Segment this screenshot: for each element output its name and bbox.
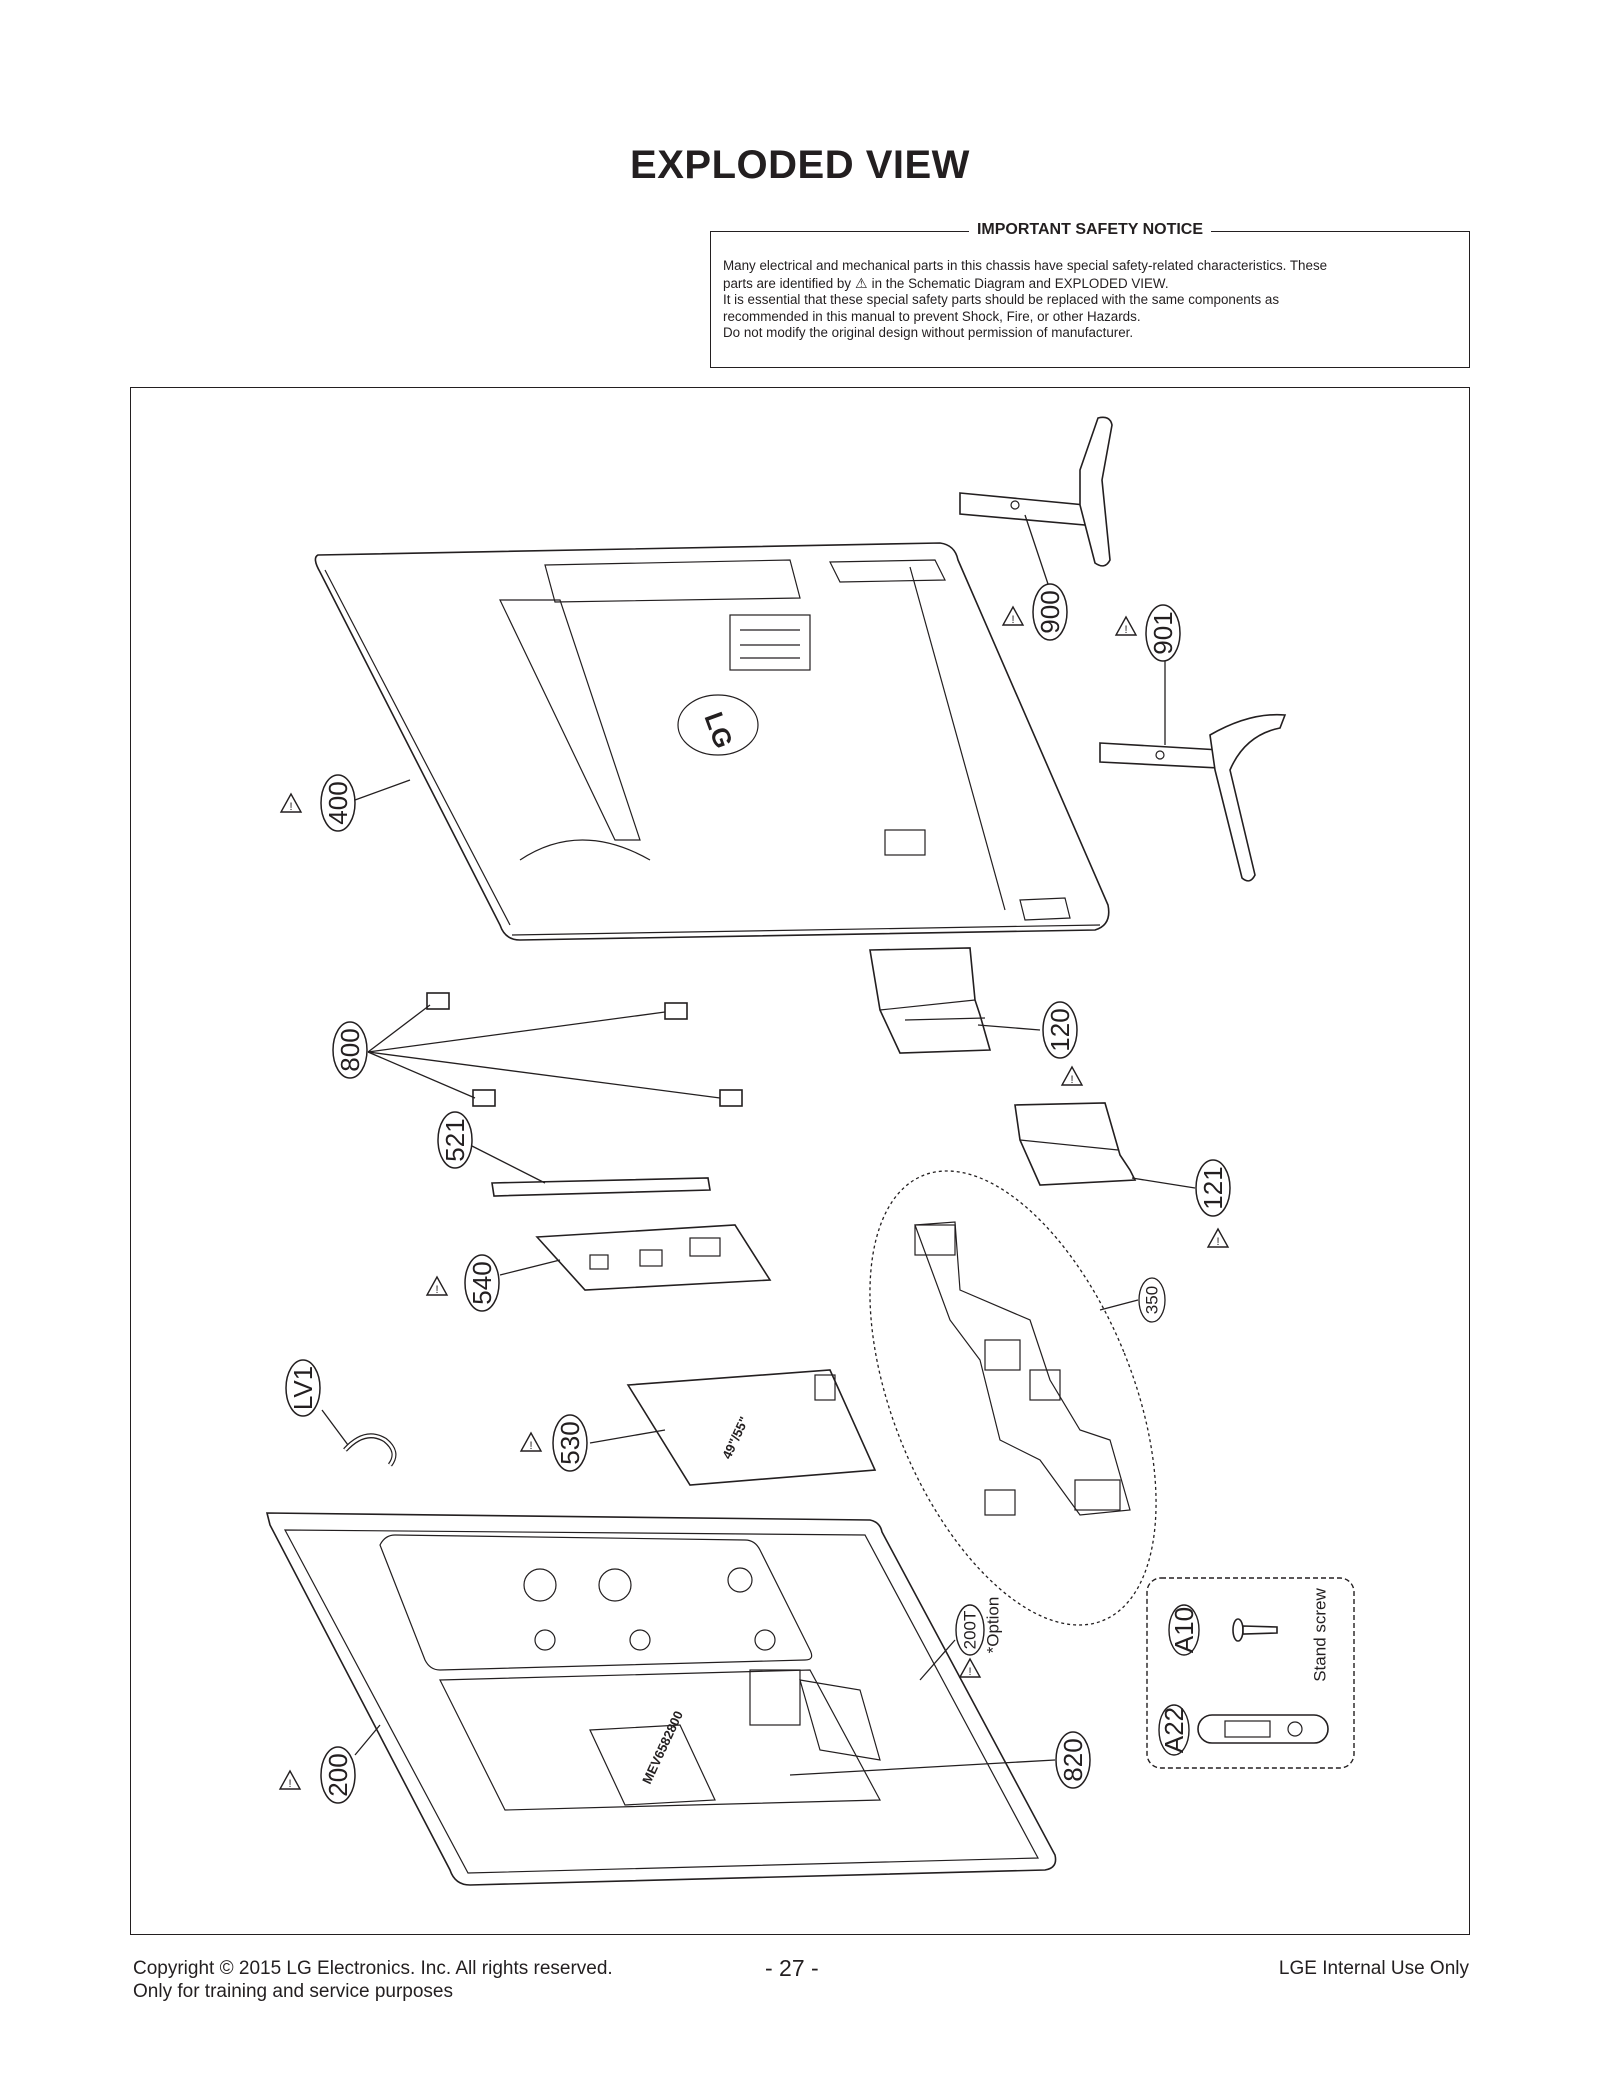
label-a10: A10 [1169, 1607, 1199, 1653]
diagram-frame [130, 387, 1470, 1935]
safety-notice-body: Many electrical and mechanical parts in … [723, 258, 1457, 342]
bracket-521-part [491, 1177, 711, 1197]
label-stand-screw: Stand screw [1311, 1588, 1330, 1682]
board-530-part: 49"/55" [626, 1369, 877, 1486]
brackets-800-part [426, 992, 743, 1107]
board-121-part [1014, 1102, 1137, 1186]
notice-line-2b: in the Schematic Diagram and EXPLODED VI… [871, 275, 1169, 291]
accessories-box [1146, 1577, 1355, 1769]
cable-lv1-part [343, 1433, 397, 1467]
page-number: - 27 - [765, 1955, 819, 1981]
stand-901-part [1099, 713, 1287, 882]
page-title: EXPLODED VIEW [630, 143, 970, 187]
label-350: 350 [1143, 1286, 1162, 1314]
stand-screw-part [1232, 1618, 1278, 1642]
notice-line-5: Do not modify the original design withou… [723, 325, 1134, 340]
label-200: 200 [323, 1753, 353, 1796]
remote-control-part [1197, 1714, 1329, 1744]
notice-line-3: It is essential that these special safet… [723, 292, 1280, 307]
warning-triangle-icon: ⚠ [855, 274, 868, 291]
label-120: 120 [1045, 1008, 1075, 1051]
label-540: 540 [467, 1261, 497, 1304]
safety-notice-heading: IMPORTANT SAFETY NOTICE [968, 221, 1212, 238]
label-121: 121 [1198, 1166, 1228, 1209]
label-820: 820 [1058, 1738, 1088, 1781]
label-lv1: LV1 [288, 1366, 318, 1410]
footer-left: Copyright © 2015 LG Electronics. Inc. Al… [133, 1957, 613, 2003]
label-200t: 200T [961, 1611, 980, 1650]
notice-line-1: Many electrical and mechanical parts in … [723, 258, 1328, 273]
power-board-120-part [869, 947, 992, 1054]
label-521: 521 [440, 1118, 470, 1161]
label-900: 900 [1035, 590, 1065, 633]
label-400: 400 [323, 781, 353, 824]
notice-line-4: recommended in this manual to prevent Sh… [723, 308, 1141, 324]
label-200t-option: *Option [984, 1597, 1003, 1654]
label-800: 800 [335, 1028, 365, 1071]
main-board-540-part [535, 1224, 772, 1291]
label-530: 530 [555, 1421, 585, 1464]
footer-internal: LGE Internal Use Only [1278, 1958, 1469, 1979]
safety-notice: IMPORTANT SAFETY NOTICE Many electrical … [710, 221, 1470, 368]
footer-copyright: Copyright © 2015 LG Electronics. Inc. Al… [133, 1958, 613, 1979]
stand-900-part [959, 416, 1113, 567]
panel-200-part: MEV6582800 [265, 1512, 1057, 1886]
footer-training: Only for training and service purposes [133, 1981, 453, 2002]
label-a22: A22 [1159, 1707, 1189, 1753]
frame-350-part [869, 1170, 1157, 1626]
notice-line-2a: parts are identified by [723, 275, 852, 291]
back-cover-part: LG [314, 542, 1110, 941]
label-901: 901 [1148, 611, 1178, 654]
